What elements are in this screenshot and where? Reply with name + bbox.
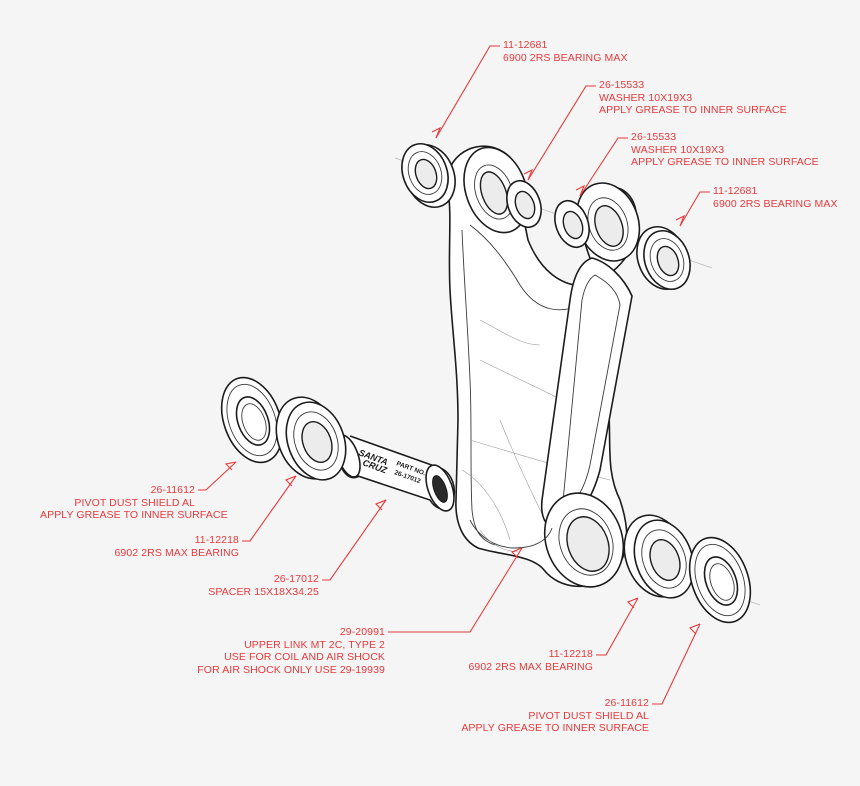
top-right-bearing — [636, 226, 691, 290]
right-dust-shield — [688, 536, 752, 624]
callout-part-no: 29-20991 — [339, 626, 385, 638]
callout-part-no: 26-17012 — [273, 573, 319, 585]
callout-line: APPLY GREASE TO INNER SURFACE — [631, 156, 819, 169]
callout-line: PIVOT DUST SHIELD AL — [528, 709, 649, 722]
leader-top-washer-1 — [527, 85, 596, 181]
callout-line: APPLY GREASE TO INNER SURFACE — [599, 104, 787, 117]
upper-link — [446, 145, 641, 588]
callout-line: PIVOT DUST SHIELD AL — [74, 496, 195, 509]
callout-line: APPLY GREASE TO INNER SURFACE — [461, 722, 649, 735]
leader-upper-link — [388, 547, 523, 633]
callout-part-no: 26-11612 — [150, 484, 195, 496]
callout-line: APPLY GREASE TO INNER SURFACE — [40, 509, 228, 522]
callout-line: SPACER 15X18X34.25 — [208, 585, 319, 598]
callout-right-bearing: 11-12218 6902 2RS MAX BEARING — [450, 648, 593, 673]
callout-top-washer-2: 26-15533 WASHER 10X19X3 APPLY GREASE TO … — [631, 131, 819, 169]
leader-spacer — [322, 499, 387, 581]
callout-top-left-bearing: 11-12681 6900 2RS BEARING MAX — [503, 39, 628, 64]
callout-part-no: 11-12218 — [194, 534, 239, 546]
callout-line: 6900 2RS BEARING MAX — [503, 51, 628, 64]
callout-part-no: 26-15533 — [631, 131, 677, 143]
callout-line: USE FOR COIL AND AIR SHOCK — [224, 651, 385, 664]
top-washer-2 — [554, 199, 590, 249]
callout-left-dust-shield: 26-11612 PIVOT DUST SHIELD AL APPLY GREA… — [40, 484, 228, 522]
callout-line: WASHER 10X19X3 — [631, 143, 725, 156]
leader-top-left-bearing — [435, 45, 500, 139]
spacer: SANTA CRUZ PART NO. 26-17012 — [335, 434, 456, 512]
callout-top-washer-1: 26-15533 WASHER 10X19X3 APPLY GREASE TO … — [599, 79, 787, 117]
leader-lines — [198, 45, 710, 705]
callout-spacer: 26-17012 SPACER 15X18X34.25 — [170, 573, 319, 598]
callout-part-no: 11-12681 — [503, 39, 548, 51]
callout-left-bearing: 11-12218 6902 2RS MAX BEARING — [100, 534, 239, 559]
leader-top-washer-2 — [579, 137, 628, 197]
callout-upper-link: 29-20991 UPPER LINK MT 2C, TYPE 2 USE FO… — [180, 626, 385, 676]
leader-right-dust-shield — [652, 623, 701, 705]
callout-part-no: 11-12218 — [548, 648, 593, 660]
leader-top-right-bearing — [679, 191, 710, 227]
callout-right-dust-shield: 26-11612 PIVOT DUST SHIELD AL APPLY GREA… — [460, 697, 649, 735]
callout-part-no: 11-12681 — [713, 185, 758, 197]
left-bearing — [275, 396, 347, 481]
callout-line: 6902 2RS MAX BEARING — [114, 546, 239, 559]
right-bearing — [623, 514, 695, 599]
callout-line: 6900 2RS BEARING MAX — [713, 197, 838, 210]
callout-part-no: 26-15533 — [599, 79, 645, 91]
callout-line: WASHER 10X19X3 — [599, 91, 693, 104]
callout-line: FOR AIR SHOCK ONLY USE 29-19939 — [197, 663, 385, 676]
leader-right-bearing — [596, 597, 639, 656]
top-left-bearing — [401, 143, 456, 208]
callout-line: UPPER LINK MT 2C, TYPE 2 — [244, 638, 385, 651]
callout-line: 6902 2RS MAX BEARING — [468, 660, 593, 673]
leader-left-bearing — [242, 475, 297, 542]
callout-part-no: 26-11612 — [604, 697, 649, 709]
left-dust-shield — [220, 376, 284, 464]
callout-top-right-bearing: 11-12681 6900 2RS BEARING MAX — [713, 185, 838, 210]
leader-left-dust-shield — [198, 461, 237, 491]
top-washer-1 — [506, 179, 542, 229]
